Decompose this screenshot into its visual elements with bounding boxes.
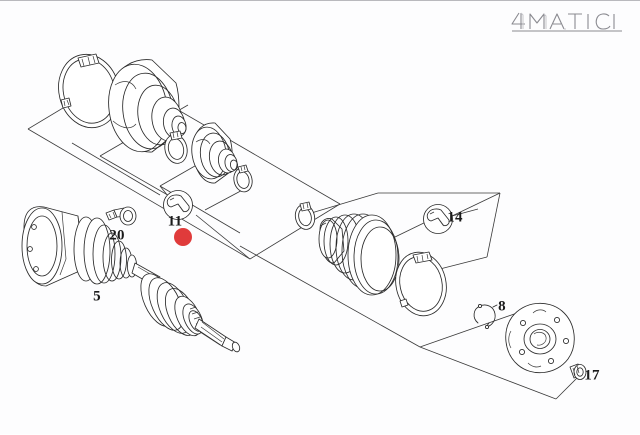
outer-cv-joint bbox=[140, 273, 241, 353]
clamp-right-small bbox=[294, 201, 316, 230]
cv-boot-conical bbox=[318, 213, 400, 296]
wheel-hub-flange bbox=[505, 302, 575, 374]
part-label-14: 14 bbox=[447, 209, 463, 226]
clamp-mid-1 bbox=[164, 130, 188, 164]
inner-joint-housing bbox=[21, 206, 161, 288]
bolt-20 bbox=[105, 206, 137, 226]
clamp-right-large bbox=[395, 251, 447, 317]
hub-nut-17 bbox=[569, 363, 587, 380]
selected-part-marker bbox=[174, 228, 192, 246]
repair-kit-icon-14 bbox=[423, 204, 453, 234]
cv-boot-large bbox=[108, 59, 187, 153]
part-label-5: 5 bbox=[93, 288, 101, 305]
part-label-8: 8 bbox=[498, 298, 506, 315]
cv-boot-small bbox=[191, 122, 239, 184]
clamp-mid-2 bbox=[233, 164, 253, 193]
leader-lines-right bbox=[239, 192, 579, 400]
part-label-11: 11 bbox=[167, 213, 183, 230]
part-label-20: 20 bbox=[109, 227, 125, 244]
part-label-17: 17 bbox=[584, 367, 600, 384]
4matic-logo bbox=[511, 12, 622, 32]
clamp-large-upper bbox=[58, 53, 120, 129]
repair-kit-icon-11 bbox=[163, 190, 193, 220]
snap-ring-8 bbox=[473, 303, 498, 330]
